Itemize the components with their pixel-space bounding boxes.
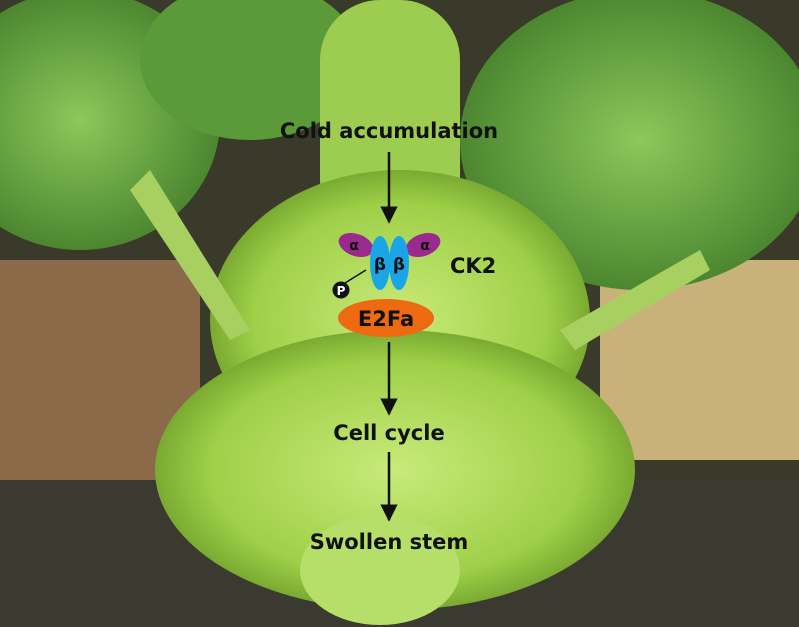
e2fa-protein bbox=[338, 299, 434, 337]
step-cold-accumulation: Cold accumulation bbox=[280, 119, 498, 143]
e2fa-label: E2Fa bbox=[358, 307, 414, 331]
beta-label-left: β bbox=[374, 255, 386, 275]
alpha-label-left: α bbox=[349, 238, 359, 254]
phosphate-label: P bbox=[337, 284, 346, 298]
alpha-label-right: α bbox=[420, 238, 430, 254]
alpha-subunit-left bbox=[338, 232, 374, 258]
step-cell-cycle: Cell cycle bbox=[333, 421, 444, 445]
ck2-label: CK2 bbox=[450, 254, 496, 278]
phospho-link bbox=[344, 269, 367, 284]
beta-subunit-left bbox=[370, 236, 390, 290]
phosphate-icon bbox=[332, 281, 350, 299]
step-swollen-stem: Swollen stem bbox=[310, 530, 469, 554]
beta-label-right: β bbox=[393, 255, 405, 275]
alpha-subunit-right bbox=[405, 232, 441, 258]
beta-subunit-right bbox=[389, 236, 409, 290]
ck2-complex: α α β β CK2 bbox=[338, 232, 496, 290]
